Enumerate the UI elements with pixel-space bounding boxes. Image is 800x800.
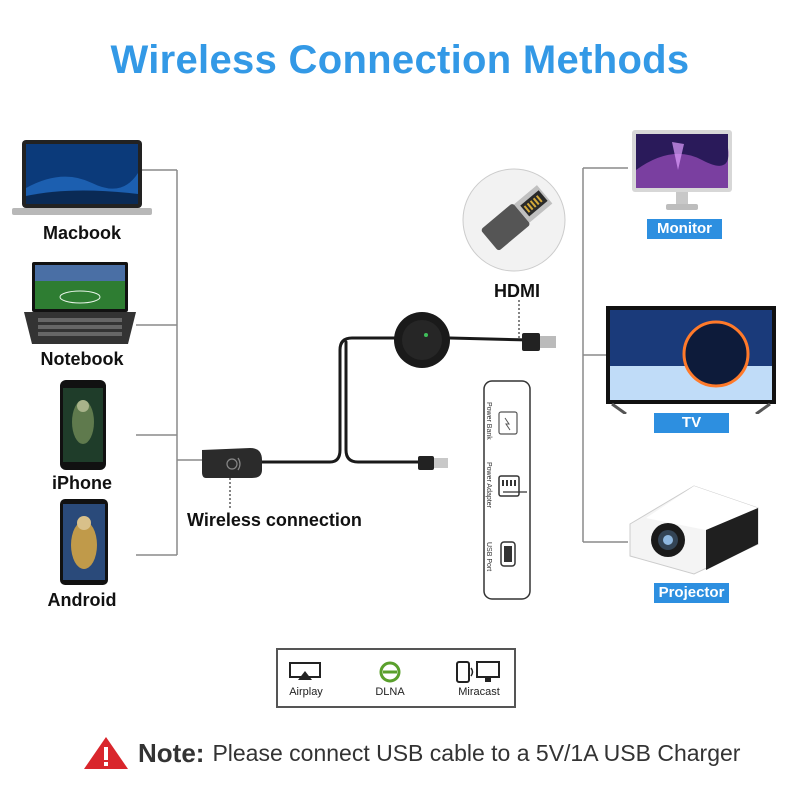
protocol-label-dlna: DLNA (375, 686, 405, 698)
output-label-projector: Projector (654, 583, 729, 603)
note-text: Please connect USB cable to a 5V/1A USB … (212, 739, 741, 766)
source-label-android: Android (47, 590, 117, 610)
tv-image (606, 306, 776, 414)
protocol-label-airplay: Airplay (289, 686, 323, 698)
source-label-iphone: iPhone (51, 473, 112, 493)
phone-icon (60, 499, 108, 585)
monitor-image (632, 130, 732, 214)
antenna-icon (202, 448, 262, 478)
usb-plug (418, 454, 448, 472)
hdmi-connector-image (462, 168, 566, 272)
protocols-box (276, 648, 516, 708)
android-image (60, 499, 108, 585)
source-label-macbook: Macbook (42, 223, 121, 243)
dongle-puck (392, 310, 452, 370)
dlna-icon (378, 661, 402, 683)
source-label-notebook: Notebook (40, 349, 124, 369)
miracast-icon (455, 660, 503, 684)
projector-image (626, 478, 762, 576)
usb-plug-icon (418, 456, 448, 470)
diagram-title: Wireless Connection Methods (110, 38, 690, 82)
hdmi-label: HDMI (494, 281, 540, 301)
note-banner: Note: Please connect USB cable to a 5V/1… (82, 735, 740, 771)
hdmi-plug-icon (522, 333, 556, 351)
port-label-power-bank: Power Bank (485, 402, 492, 440)
wireless-connection-label: Wireless connection (187, 510, 362, 530)
note-label: Note: (138, 737, 205, 768)
hdmi-plug-small (522, 331, 556, 353)
monitor-icon (632, 130, 732, 210)
airplay-icon (286, 662, 326, 682)
output-label-tv: TV (654, 413, 729, 433)
macbook-image (12, 138, 152, 218)
warning-icon (84, 737, 128, 769)
output-label-monitor: Monitor (647, 219, 722, 239)
power-port-panel: Power Bank Power Adapter USB Port (483, 380, 531, 600)
protocol-label-miracast: Miracast (458, 686, 500, 698)
hdmi-plug-icon (462, 168, 566, 272)
projector-icon (629, 485, 759, 575)
wifi-antenna-image (200, 446, 264, 480)
notebook-image (24, 262, 136, 347)
port-label-usb-port: USB Port (485, 542, 492, 572)
port-label-power-adapter: Power Adapter (485, 462, 492, 508)
dongle-icon (394, 312, 450, 368)
phone-icon (60, 380, 106, 470)
tv-icon (606, 306, 776, 414)
iphone-image (60, 380, 106, 470)
laptop-icon (12, 140, 152, 215)
notebook-icon (24, 262, 136, 344)
